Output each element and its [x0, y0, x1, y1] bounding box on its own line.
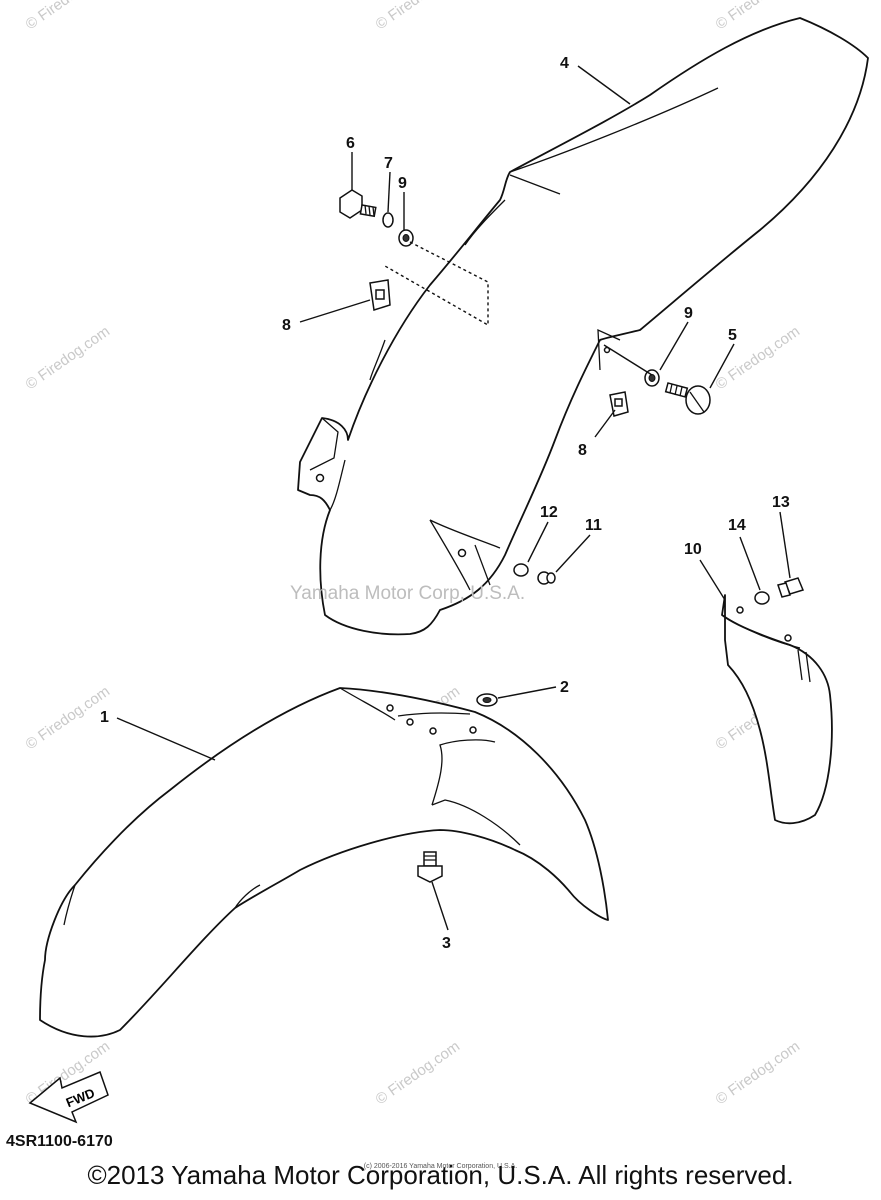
screw-part-13 [777, 577, 805, 598]
front-fender [39, 687, 609, 1038]
callout-10: 10 [684, 541, 702, 558]
washer-part-14 [754, 591, 770, 605]
watermark: © Firedog.com [713, 1038, 804, 1108]
callout-7: 7 [384, 155, 393, 172]
callout-6: 6 [346, 135, 355, 152]
callouts: 4 6 7 9 8 9 5 8 12 11 13 14 10 2 1 3 [100, 55, 790, 952]
callout-8: 8 [578, 442, 587, 459]
callout-13: 13 [772, 494, 790, 511]
callout-4: 4 [560, 55, 569, 72]
collar-part-12 [513, 563, 529, 577]
diagram-code: 4SR1100-6170 [6, 1133, 113, 1150]
callout-9: 9 [398, 175, 407, 192]
mud-flap [721, 594, 833, 825]
center-watermark: Yamaha Motor Corp, U.S.A. [290, 583, 526, 604]
callout-12: 12 [540, 504, 558, 521]
watermark: © Firedog.com [373, 1038, 464, 1108]
copyright-notice: ©2013 Yamaha Motor Corporation, U.S.A. A… [87, 1160, 794, 1190]
bolt-part-3 [417, 851, 443, 883]
watermark: © Firedog.com [23, 323, 114, 393]
callout-8: 8 [282, 317, 291, 334]
fine-print: (c) 2006-2016 Yamaha Motor Corporation, … [363, 1163, 518, 1170]
watermark: © Firedog.com [373, 0, 464, 33]
screw-part-11 [537, 571, 556, 585]
bolt-part-5 [664, 382, 711, 415]
callout-5: 5 [728, 327, 737, 344]
washer-part-7 [382, 212, 394, 228]
grommet-part-2 [476, 693, 498, 707]
callout-3: 3 [442, 935, 451, 952]
watermark: © Firedog.com [23, 0, 114, 33]
callout-2: 2 [560, 679, 569, 696]
callout-9: 9 [684, 305, 693, 322]
callout-11: 11 [585, 517, 602, 534]
bolt-part-6 [339, 189, 377, 219]
leader-lines [116, 65, 791, 931]
nut-part-9 [398, 229, 660, 387]
callout-14: 14 [728, 517, 746, 534]
rear-fender [297, 17, 869, 636]
clip-part-8 [369, 279, 629, 417]
callout-1: 1 [100, 709, 109, 726]
